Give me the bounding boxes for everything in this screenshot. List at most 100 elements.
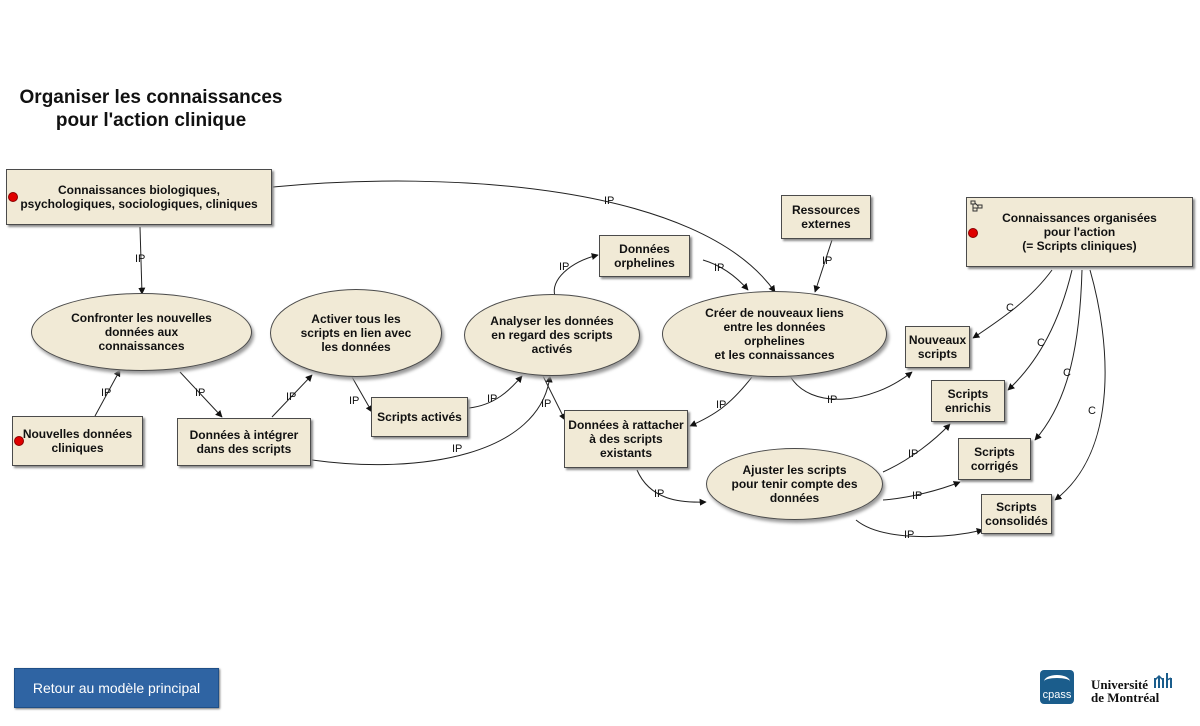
edge-label-ip: IP — [541, 398, 552, 410]
edge-confront-integrate — [179, 371, 223, 418]
node-text: (= Scripts cliniques) — [1022, 239, 1137, 253]
node-adjust-scripts[interactable]: Ajuster les scripts pour tenir compte de… — [706, 448, 883, 520]
node-text: cliniques — [51, 441, 104, 455]
node-text: Connaissances biologiques, — [57, 183, 221, 197]
node-text: Connaissances organisées — [1002, 211, 1157, 225]
edge-label-ip: IP — [714, 262, 725, 274]
node-text: à des scripts — [589, 432, 663, 446]
node-data-to-attach[interactable]: Données à rattacher à des scripts exista… — [564, 410, 688, 468]
node-organized-knowledge[interactable]: Connaissances organisées pour l'action (… — [966, 197, 1193, 267]
cpass-logo-text: cpass — [1042, 689, 1072, 701]
node-analyze-data[interactable]: Analyser les données en regard des scrip… — [464, 294, 640, 376]
edge-label-ip: IP — [604, 195, 615, 207]
edge-knowledge-confront — [138, 226, 146, 295]
node-text: orphelines — [614, 256, 675, 270]
node-activate-scripts[interactable]: Activer tous les scripts en lien avec le… — [270, 289, 442, 377]
node-text: Nouveaux — [908, 333, 967, 347]
node-external-resources[interactable]: Ressources externes — [781, 195, 871, 239]
node-text: les données — [321, 340, 391, 354]
node-text: entre les données — [723, 320, 826, 334]
node-text: externes — [801, 217, 851, 231]
node-text: Créer de nouveaux liens — [705, 306, 844, 320]
node-text: activés — [531, 342, 573, 356]
edge-adjust-consolidated — [855, 519, 984, 538]
node-text: Données — [619, 242, 670, 256]
back-to-main-model-button[interactable]: Retour au modèle principal — [14, 668, 219, 708]
edge-adjust-enriched — [882, 423, 951, 473]
node-enriched-scripts[interactable]: Scripts enrichis — [931, 380, 1005, 422]
edge-organized-enriched — [1007, 269, 1073, 391]
node-text: Analyser les données — [490, 314, 614, 328]
edge-orphans-createlinks — [702, 259, 749, 291]
node-text: et les connaissances — [714, 348, 835, 362]
node-text: Ajuster les scripts — [742, 463, 847, 477]
node-text: Scripts — [947, 387, 989, 401]
node-text: Nouvelles données — [22, 427, 133, 441]
edge-label-c: C — [1006, 302, 1014, 314]
node-text: connaissances — [98, 339, 185, 353]
edge-label-ip: IP — [349, 395, 360, 407]
edge-resources-createlinks — [813, 239, 833, 293]
edge-createlinks-attach — [689, 376, 753, 427]
edge-label-ip: IP — [827, 394, 838, 406]
node-text: scripts en lien avec — [300, 326, 412, 340]
node-data-to-integrate[interactable]: Données à intégrer dans des scripts — [177, 418, 311, 466]
title-line-2: pour l'action clinique — [55, 110, 247, 131]
edge-label-ip: IP — [487, 393, 498, 405]
node-confront[interactable]: Confronter les nouvelles données aux con… — [31, 293, 252, 371]
edge-label-ip: IP — [452, 443, 463, 455]
node-orphan-data[interactable]: Données orphelines — [599, 235, 690, 277]
node-activated-scripts[interactable]: Scripts activés — [371, 397, 468, 437]
node-text: corrigés — [970, 459, 1019, 473]
edge-organized-corrected — [1034, 269, 1083, 441]
red-dot-icon — [968, 228, 978, 238]
node-text: Données à intégrer — [189, 428, 299, 442]
map-structure-icon[interactable] — [970, 200, 984, 212]
cpass-wave-icon — [1044, 675, 1070, 688]
node-text: pour tenir compte des — [731, 477, 858, 491]
title-line-1: Organiser les connaissances — [19, 87, 283, 108]
node-text: scripts — [917, 347, 958, 361]
edge-knowledge-createlinks — [272, 180, 776, 293]
udem-logo-line-1: Université — [1091, 677, 1149, 692]
edge-label-ip: IP — [654, 488, 665, 500]
node-text: dans des scripts — [196, 442, 292, 456]
node-biological-knowledge[interactable]: Connaissances biologiques, psychologique… — [6, 169, 272, 225]
page-title: Organiser les connaissances pour l'actio… — [0, 86, 302, 132]
edge-analyze-attach — [542, 375, 566, 421]
edge-label-ip: IP — [716, 399, 727, 411]
edge-activate-activatedscripts — [351, 376, 373, 413]
node-text: existants — [599, 446, 652, 460]
node-text: Activer tous les — [311, 312, 401, 326]
edge-label-ip: IP — [286, 391, 297, 403]
node-corrected-scripts[interactable]: Scripts corrigés — [958, 438, 1031, 480]
node-new-scripts[interactable]: Nouveaux scripts — [905, 326, 970, 368]
edge-attach-adjust — [636, 469, 707, 506]
node-text: pour l'action — [1043, 225, 1116, 239]
node-text: en regard des scripts — [491, 328, 613, 342]
edge-label-c: C — [1037, 337, 1045, 349]
edge-createlinks-newscripts — [789, 371, 913, 400]
edge-adjust-corrected — [882, 481, 961, 501]
edge-label-c: C — [1088, 405, 1096, 417]
node-create-links[interactable]: Créer de nouveaux liens entre les donnée… — [662, 291, 887, 377]
node-text: psychologiques, sociologiques, cliniques — [20, 197, 258, 211]
edge-label-ip: IP — [904, 529, 915, 541]
red-dot-icon — [8, 192, 18, 202]
edge-label-ip: IP — [822, 255, 833, 267]
edge-integrate-analyze — [311, 375, 553, 466]
node-new-clinical-data[interactable]: Nouvelles données cliniques — [12, 416, 143, 466]
node-consolidated-scripts[interactable]: Scripts consolidés — [981, 494, 1052, 534]
edge-label-ip: IP — [195, 387, 206, 399]
red-dot-icon — [14, 436, 24, 446]
edge-label-ip: IP — [559, 261, 570, 273]
edge-newdata-confront — [94, 369, 121, 417]
edge-label-ip: IP — [908, 448, 919, 460]
edge-organized-consolidated — [1054, 269, 1106, 501]
udem-logo: Université de Montréal — [1091, 678, 1159, 704]
node-text: Données à rattacher — [568, 418, 684, 432]
node-text: orphelines — [744, 334, 805, 348]
node-text: données aux — [104, 325, 179, 339]
edge-analyze-orphans — [553, 253, 599, 297]
